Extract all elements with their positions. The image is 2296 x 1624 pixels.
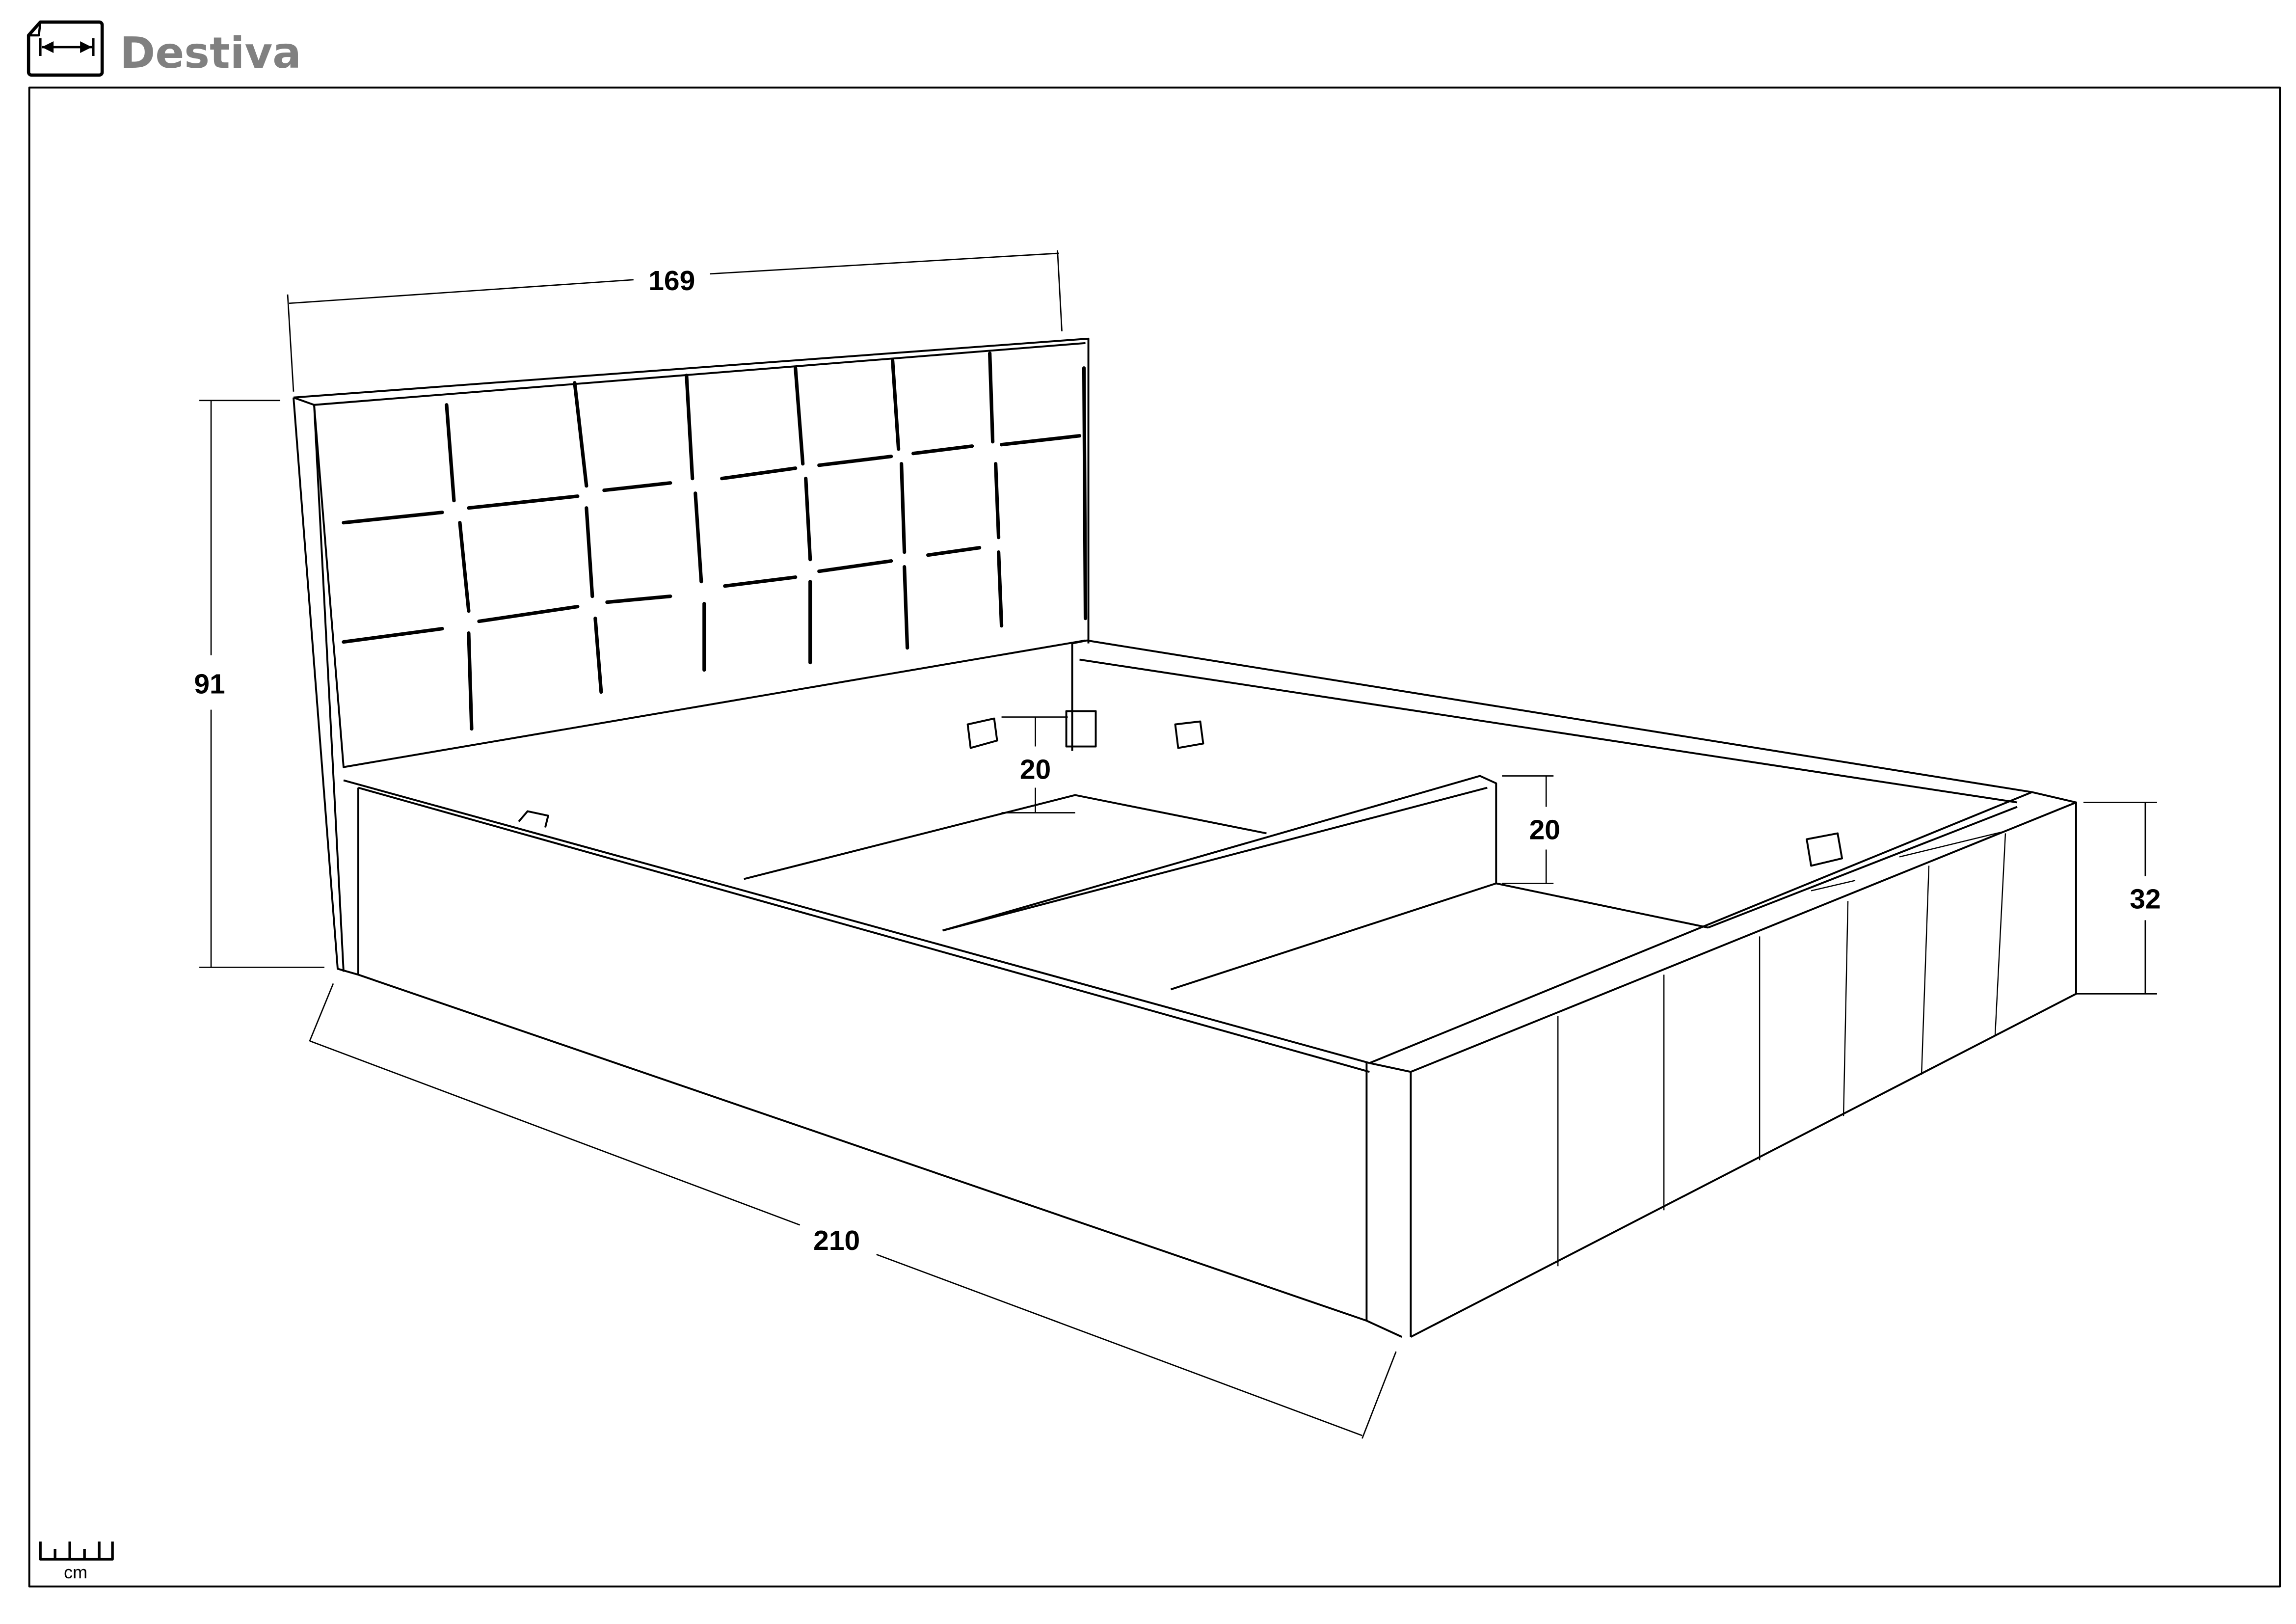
- dimension-width: 169: [287, 250, 1063, 392]
- dimension-headboard-height: 91: [194, 400, 325, 968]
- svg-text:169: 169: [648, 265, 695, 297]
- scale-unit: cm: [64, 1562, 87, 1582]
- headboard: [293, 337, 1090, 976]
- product-title: Destiva: [120, 28, 301, 78]
- footboard: [1369, 791, 2077, 1338]
- dimension-storage-depth-left: 20: [1001, 716, 1075, 813]
- dimension-storage-depth-right: 20: [1502, 775, 1560, 884]
- svg-text:20: 20: [1020, 754, 1051, 785]
- drawing-frame: [28, 86, 2281, 1588]
- left-side-rail: [343, 779, 1412, 1338]
- right-side-rail: [1071, 639, 2032, 929]
- bed-interior: [744, 710, 1843, 991]
- ruler-icon: [39, 1542, 114, 1561]
- dimension-frame-height: 32: [2076, 802, 2161, 995]
- svg-text:20: 20: [1529, 814, 1560, 845]
- dimension-length: 210: [309, 983, 1397, 1439]
- bracket-icon: [966, 710, 1843, 867]
- headboard-tufting: [342, 352, 1088, 731]
- svg-text:210: 210: [813, 1225, 860, 1256]
- svg-text:91: 91: [194, 669, 225, 700]
- svg-text:32: 32: [2130, 883, 2161, 915]
- dimension-arrow-icon: [27, 20, 104, 77]
